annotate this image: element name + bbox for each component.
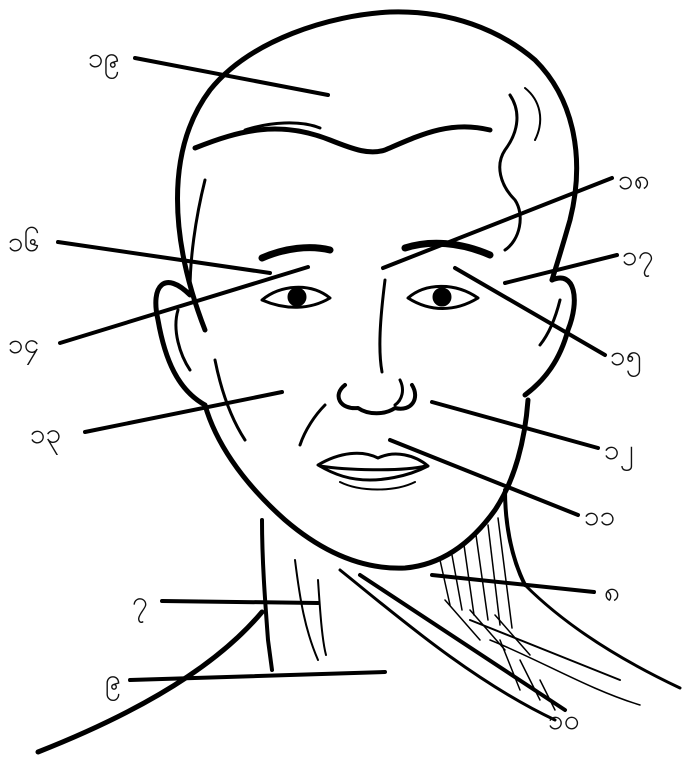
- leader-12: [432, 402, 598, 448]
- leader-16: [58, 242, 270, 273]
- shoulder-left: [38, 612, 262, 752]
- jaw-contour: [205, 400, 528, 568]
- neck-left: [262, 520, 272, 670]
- leader-18: [383, 178, 612, 268]
- label-8: ၈: [604, 578, 620, 606]
- leader-13: [85, 392, 282, 432]
- hair-outline: [178, 12, 577, 330]
- label-10: ၁၀: [548, 706, 580, 734]
- label-18: ၁၈: [618, 166, 650, 194]
- leader-11: [390, 440, 578, 515]
- label-15: ၁၅: [610, 342, 642, 370]
- ear-right: [525, 278, 574, 395]
- label-12: ၁၂: [604, 436, 634, 464]
- label-11: ၁၁: [584, 502, 616, 530]
- label-9: ၉: [105, 666, 121, 694]
- leader-19: [135, 58, 328, 95]
- neck-right: [505, 490, 525, 585]
- label-16: ၁၆: [8, 228, 40, 256]
- leader-7: [162, 601, 318, 603]
- label-17: ၁၇: [622, 242, 654, 270]
- eyebrow-left: [262, 248, 330, 258]
- hairline: [195, 127, 490, 152]
- leader-9: [130, 672, 385, 680]
- nose: [380, 280, 385, 372]
- leader-15: [455, 268, 605, 355]
- label-7: ၇: [132, 588, 148, 616]
- leader-8: [432, 575, 594, 592]
- label-14: ၁၄: [8, 330, 40, 358]
- leader-14: [60, 267, 308, 343]
- label-19: ၁၉: [88, 44, 120, 72]
- face-left-contour: [190, 180, 205, 290]
- label-13: ၁၃: [30, 420, 62, 448]
